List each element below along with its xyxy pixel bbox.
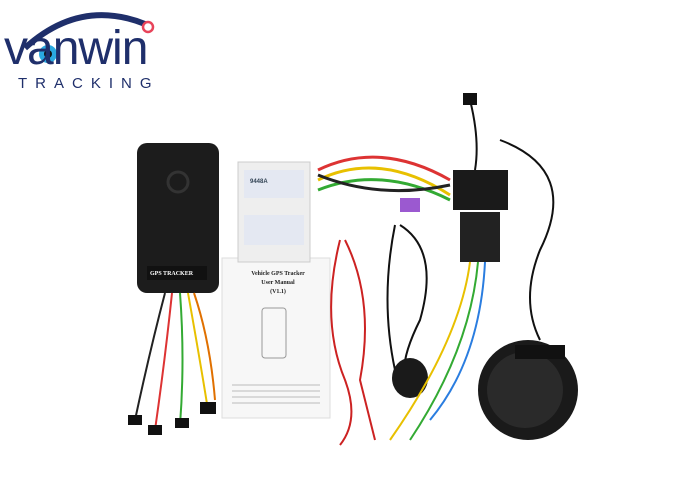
sos-button xyxy=(392,358,428,398)
logo-arc-icon xyxy=(22,12,155,63)
tape-label: 9448A xyxy=(250,179,268,185)
relay xyxy=(453,170,508,210)
gps-tracker-device xyxy=(137,143,219,293)
manual-title: Vehicle GPS Tracker xyxy=(251,271,305,277)
manual-subtitle: User Manual xyxy=(261,280,295,286)
manual-cover-text: Vehicle GPS Tracker User Manual (V1.1) xyxy=(228,270,328,297)
vanwin-logo: vanwin TRACKING xyxy=(0,0,200,100)
manual-version: (V1.1) xyxy=(270,289,286,295)
device-label: GPS TRACKER xyxy=(150,271,194,277)
logo-brand: vanwin xyxy=(4,22,148,75)
logo-tagline: TRACKING xyxy=(18,75,160,92)
